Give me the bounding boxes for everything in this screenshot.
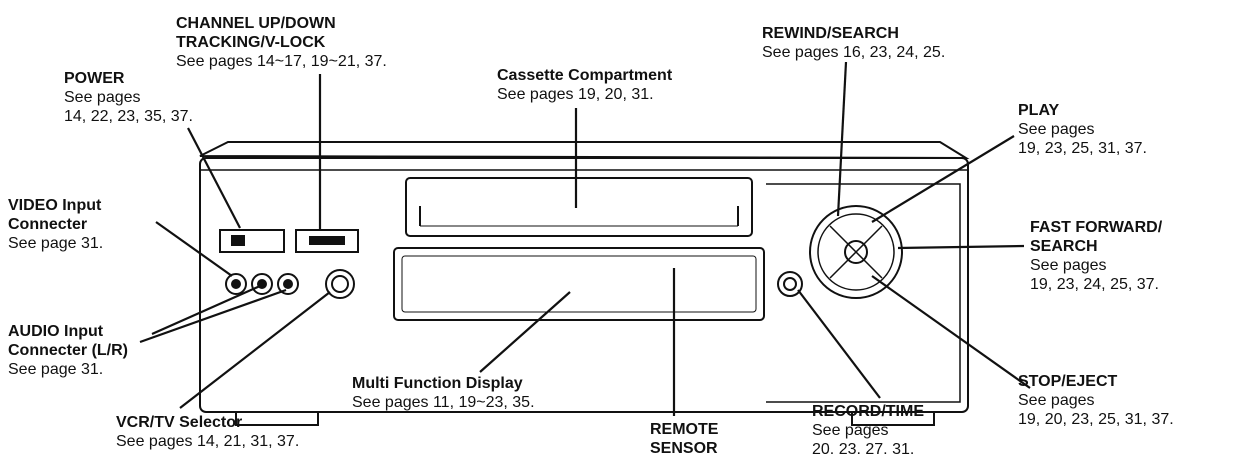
label-vcr-tv-title: VCR/TV Selector — [116, 414, 243, 431]
cassette-door — [405, 177, 753, 237]
label-video-input-title: VIDEO Input — [8, 197, 102, 214]
right-panel — [766, 183, 961, 403]
label-stop-eject: STOP/EJECT See pages 19, 20, 23, 25, 31,… — [1018, 372, 1174, 429]
label-remote-title: REMOTE — [650, 421, 719, 438]
label-record-time-line: 20. 23. 27. 31. — [812, 441, 915, 458]
label-audio-input-line: See page 31. — [8, 361, 104, 378]
vcr-body — [199, 157, 969, 413]
label-cassette: Cassette Compartment See pages 19, 20, 3… — [497, 66, 672, 104]
label-audio-input-line: Connecter (L/R) — [8, 342, 128, 359]
label-rewind: REWIND/SEARCH See pages 16, 23, 24, 25. — [762, 24, 945, 62]
label-power-line: 14, 22, 23, 35, 37. — [64, 108, 193, 125]
label-rewind-title: REWIND/SEARCH — [762, 25, 899, 42]
vcr-foot-left — [235, 412, 319, 426]
record-button — [777, 271, 803, 297]
label-audio-input-title: AUDIO Input — [8, 323, 104, 340]
label-fast-forward-line: See pages — [1030, 257, 1107, 274]
vcr-top-surface — [199, 141, 970, 160]
label-channel-line: TRACKING/V-LOCK — [176, 34, 326, 51]
label-channel: CHANNEL UP/DOWN TRACKING/V-LOCK See page… — [176, 14, 387, 71]
label-cassette-title: Cassette Compartment — [497, 67, 673, 84]
label-record-time-title: RECORD/TIME — [812, 403, 924, 420]
label-video-input: VIDEO Input Connecter See page 31. — [8, 196, 103, 253]
label-power-title: POWER — [64, 70, 125, 87]
audio-jack-r — [277, 273, 299, 295]
display-window — [393, 247, 765, 321]
label-video-input-line: See page 31. — [8, 235, 104, 252]
label-remote-line: SENSOR — [650, 440, 718, 457]
audio-jack-l — [251, 273, 273, 295]
label-rewind-line: See pages 16, 23, 24, 25. — [762, 44, 946, 61]
label-power: POWER See pages 14, 22, 23, 35, 37. — [64, 69, 193, 126]
channel-button — [295, 229, 359, 253]
label-stop-eject-title: STOP/EJECT — [1018, 373, 1118, 390]
label-video-input-line: Connecter — [8, 216, 88, 233]
label-record-time: RECORD/TIME See pages 20. 23. 27. 31. — [812, 402, 924, 459]
vcr-foot-right — [851, 412, 935, 426]
label-play-line: 19, 23, 25, 31, 37. — [1018, 140, 1147, 157]
label-fast-forward-line: SEARCH — [1030, 238, 1098, 255]
label-play-line: See pages — [1018, 121, 1095, 138]
label-channel-title: CHANNEL UP/DOWN — [176, 15, 336, 32]
label-fast-forward-line: 19, 23, 24, 25, 37. — [1030, 276, 1159, 293]
label-multi-display: Multi Function Display See pages 11, 19~… — [352, 374, 535, 412]
label-vcr-tv: VCR/TV Selector See pages 14, 21, 31, 37… — [116, 413, 299, 451]
label-play: PLAY See pages 19, 23, 25, 31, 37. — [1018, 101, 1147, 158]
label-stop-eject-line: 19, 20, 23, 25, 31, 37. — [1018, 411, 1174, 428]
label-power-line: See pages — [64, 89, 141, 106]
transport-dial — [809, 205, 903, 299]
label-record-time-line: See pages — [812, 422, 889, 439]
power-button — [219, 229, 285, 253]
label-stop-eject-line: See pages — [1018, 392, 1095, 409]
label-vcr-tv-line: See pages 14, 21, 31, 37. — [116, 433, 300, 450]
label-audio-input: AUDIO Input Connecter (L/R) See page 31. — [8, 322, 128, 379]
label-fast-forward-title: FAST FORWARD/ — [1030, 219, 1163, 236]
label-channel-line: See pages 14~17, 19~21, 37. — [176, 53, 387, 70]
label-fast-forward: FAST FORWARD/ SEARCH See pages 19, 23, 2… — [1030, 218, 1162, 294]
label-remote: REMOTE SENSOR — [650, 420, 718, 458]
label-multi-display-title: Multi Function Display — [352, 375, 523, 392]
label-multi-display-line: See pages 11, 19~23, 35. — [352, 394, 535, 411]
label-cassette-line: See pages 19, 20, 31. — [497, 86, 654, 103]
vcr-tv-button — [325, 269, 355, 299]
video-jack — [225, 273, 247, 295]
label-play-title: PLAY — [1018, 102, 1060, 119]
